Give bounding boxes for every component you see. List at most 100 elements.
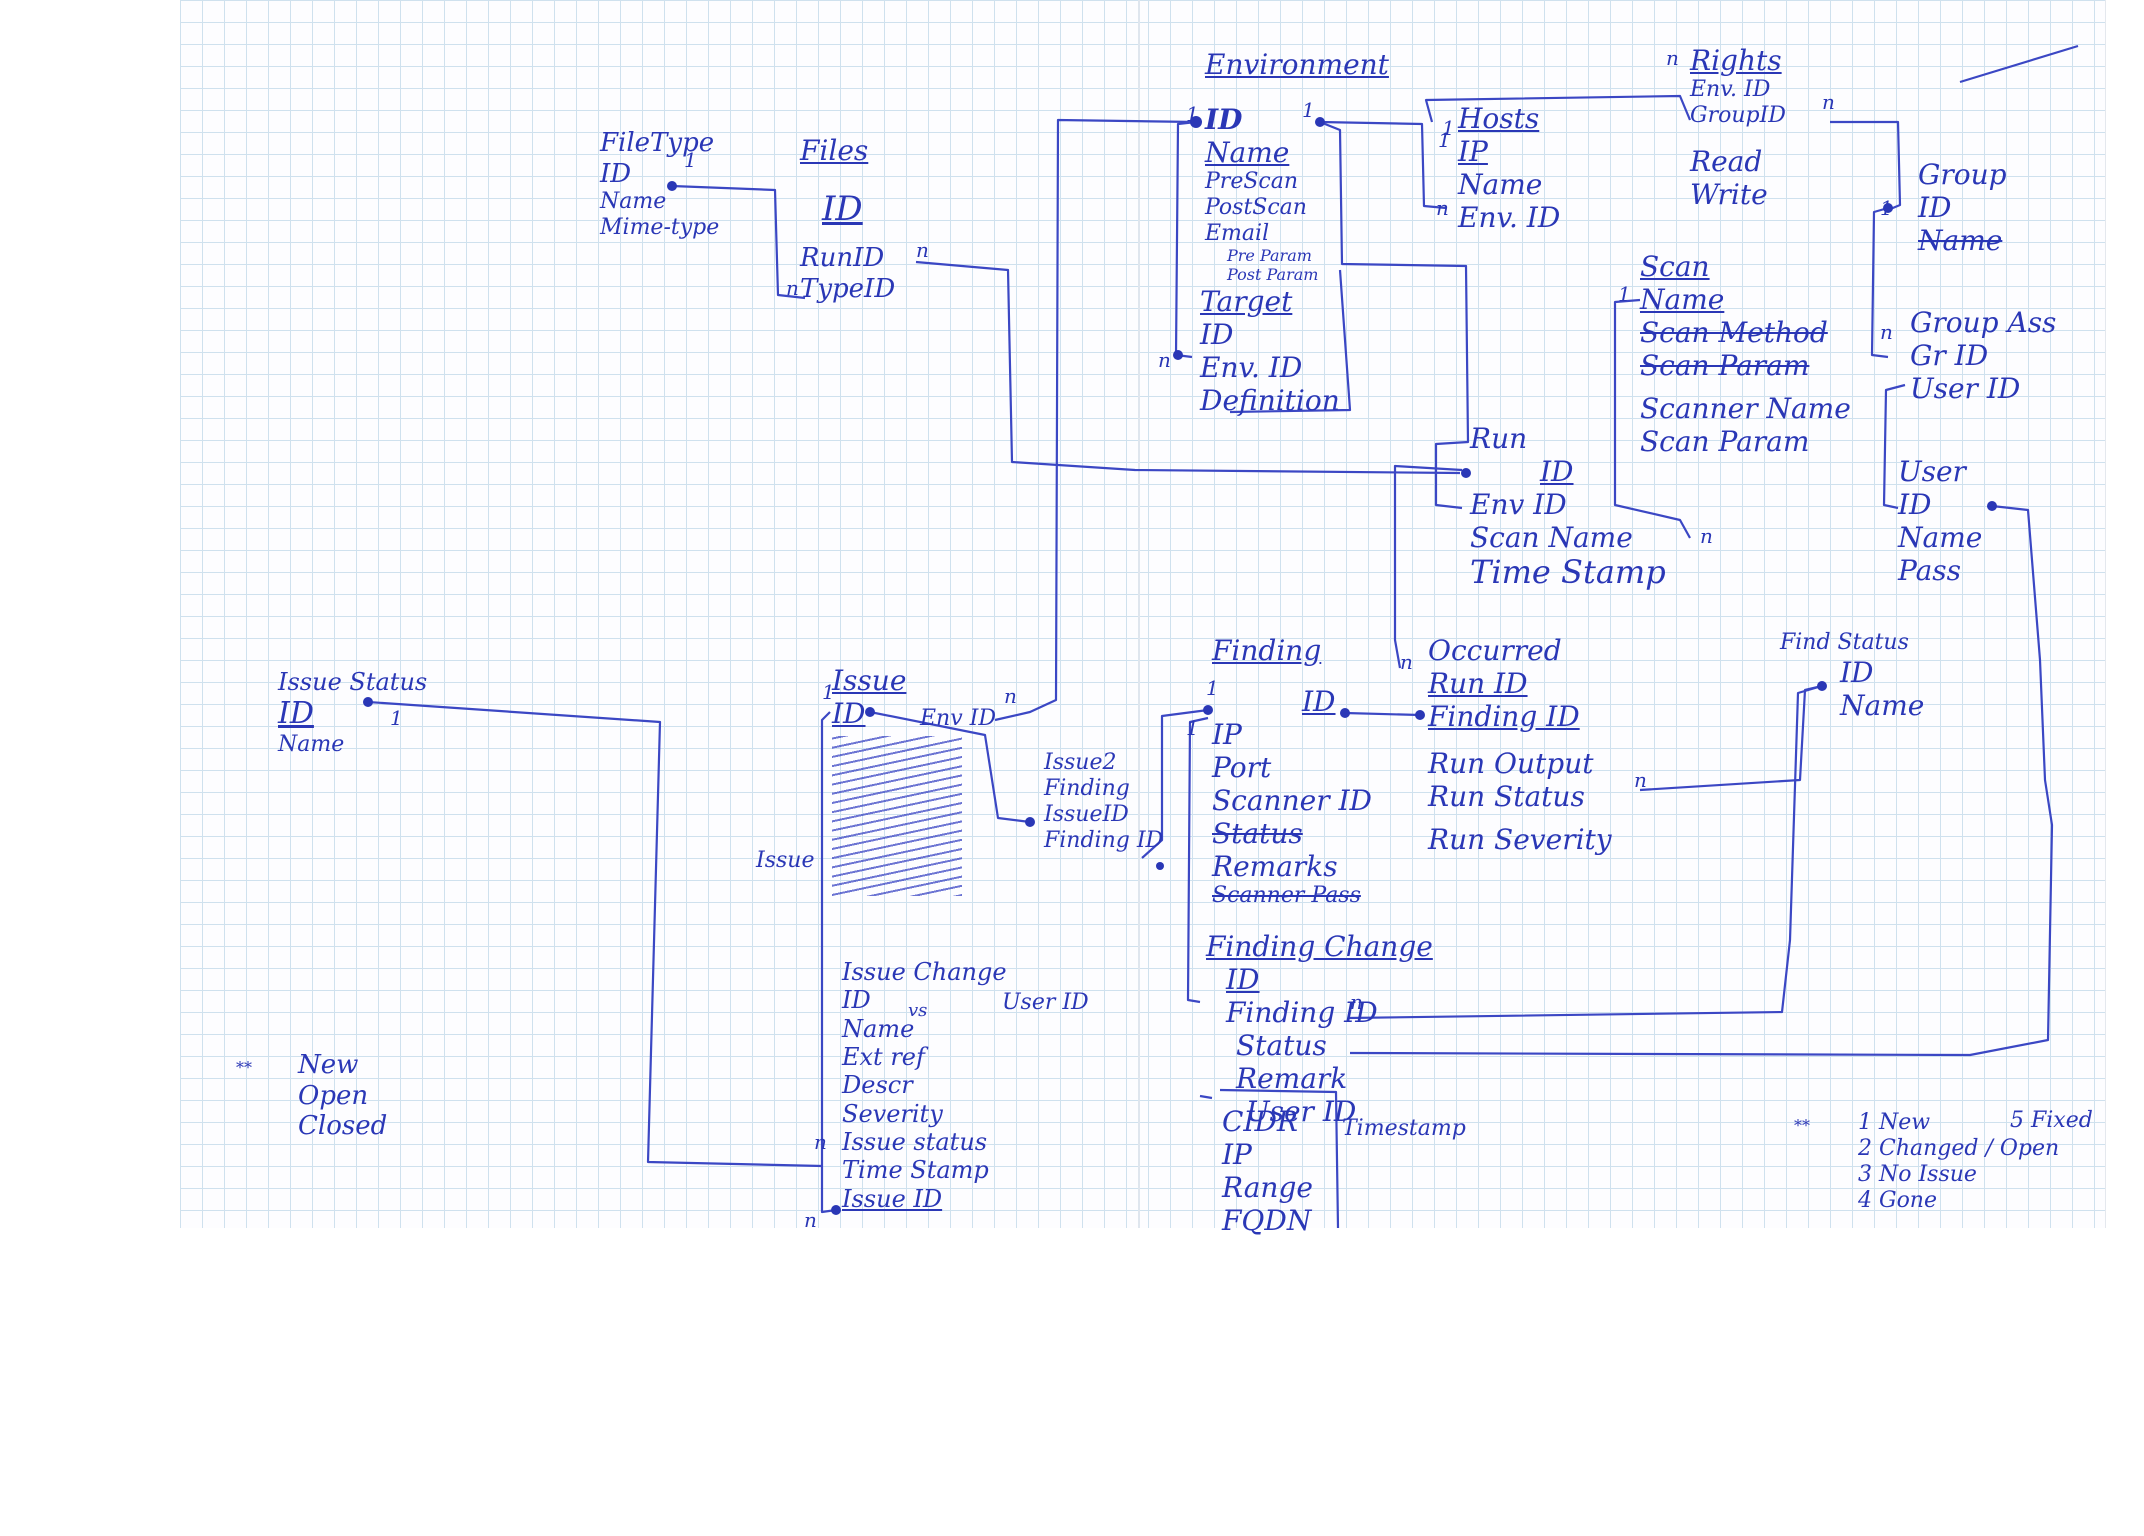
entity-field: ID	[1302, 685, 1336, 719]
entity-field: Pass	[1898, 554, 1962, 588]
entity-scan: Scan Name Scan Method Scan Param Scanner…	[1640, 250, 1851, 458]
cardinality-one: 1	[822, 680, 835, 704]
rel-env-run	[1319, 120, 1470, 510]
entity-title: Hosts	[1458, 102, 1540, 135]
cardinality-one: 1	[1438, 128, 1451, 152]
entity-field: IP	[1458, 135, 1488, 169]
entity-field: Email	[1205, 221, 1270, 246]
rel-issue-issuechange	[820, 711, 837, 1214]
rel-iptype-left	[1199, 1094, 1213, 1100]
issue-side-label: Issue	[756, 848, 815, 873]
entity-title: User	[1898, 455, 1966, 488]
entity-title: Run	[1470, 422, 1528, 455]
entity-issue-status: Issue Status ID Name	[278, 668, 427, 758]
entity-field: PostScan	[1205, 195, 1307, 221]
entity-issue: Issue ID	[832, 664, 962, 897]
ip-type: FQDN	[1222, 1204, 1312, 1238]
entity-hosts: Hosts IP Name Env. ID	[1458, 102, 1560, 234]
entity-field: Time Stamp	[842, 1156, 989, 1185]
struck-fields	[832, 736, 962, 897]
entity-field: Remark	[1236, 1062, 1348, 1096]
cardinality-many: n	[804, 1208, 817, 1232]
entity-field: ID	[1200, 318, 1234, 352]
finding-status-legend-fixed: 5 Fixed	[2010, 1108, 2093, 1133]
entity-field: Post Param	[1227, 264, 1319, 284]
entity-title: Finding	[1212, 634, 1322, 667]
entity-title: Environment	[1205, 48, 1389, 81]
entity-ip-types: CIDR IP Range FQDN	[1222, 1105, 1313, 1237]
entity-user: User ID Name Pass	[1898, 455, 1982, 587]
entity-field: User ID	[1246, 1095, 1357, 1129]
rel-env-issue	[994, 118, 1197, 722]
cardinality-one: 1	[390, 706, 403, 730]
entity-finding-change: Finding Change ID Finding ID Status Rema…	[1206, 930, 1433, 1128]
entity-field: ID	[1840, 655, 1874, 689]
issue-status-legend-marker: **	[236, 1058, 252, 1077]
entity-field: Env. ID	[1458, 201, 1561, 235]
cardinality-many: n	[1666, 46, 1679, 70]
entity-field: Name	[842, 1014, 915, 1043]
finding-status-legend-marker: **	[1794, 1116, 1810, 1135]
entity-files: Files ID RunID TypeID	[800, 134, 895, 304]
entity-field: Ext ref	[842, 1042, 925, 1071]
rel-rights-group	[1830, 120, 1902, 212]
rel-files-run	[915, 260, 1461, 475]
entity-field: Pre Param	[1227, 245, 1312, 265]
entity-field: Scan Name	[1470, 521, 1633, 555]
entity-rights: Rights Env. ID GroupID Read Write	[1690, 44, 1786, 211]
rel-scan-run	[1613, 298, 1691, 539]
rel-finding-occurred	[1344, 711, 1421, 717]
entity-field: ID	[822, 189, 863, 230]
entity-title: Issue Change	[842, 958, 1007, 986]
rel-run-occurred	[1393, 464, 1463, 669]
cardinality-many: n	[1400, 650, 1413, 674]
entity-field: Finding ID	[1428, 700, 1580, 734]
entity-field: ID	[1226, 963, 1260, 997]
ip-type: IP	[1222, 1138, 1252, 1172]
rel-group-groupass	[1870, 206, 1889, 359]
entity-target: Target ID Env. ID Definition	[1200, 285, 1340, 417]
entity-field: ID	[278, 696, 314, 732]
entity-field: Severity	[842, 1099, 943, 1128]
cardinality-many: n	[1350, 990, 1363, 1014]
entity-title: Files	[800, 134, 869, 167]
cardinality-one: 1	[1186, 102, 1199, 126]
entity-field: Name	[1918, 224, 2003, 258]
legend-item: New	[298, 1050, 359, 1080]
ip-type: Range	[1222, 1171, 1313, 1205]
legend-item: Open	[298, 1080, 369, 1111]
entity-field: ID	[1918, 191, 1952, 225]
entity-filetype: FileType ID Name Mime-type	[600, 128, 719, 241]
entity-field: Name	[1840, 688, 1925, 722]
entity-field: Read	[1690, 144, 1763, 178]
rel-env-rights	[1424, 94, 1692, 123]
issue-envid-label: Env ID	[920, 706, 996, 731]
entity-field: ID	[600, 158, 632, 189]
entity-field: RunID	[800, 243, 885, 274]
entity-title: Find Status	[1780, 630, 1909, 655]
entity-field: Scanner Name	[1640, 392, 1851, 426]
entity-field: Descr	[842, 1071, 913, 1100]
rel-filetype-files	[671, 184, 806, 300]
rel-findstatus-findingchange	[1347, 684, 1823, 1020]
cardinality-many: n	[1436, 196, 1449, 220]
cardinality-many: n	[786, 276, 799, 300]
legend-item: 3 No Issue	[1858, 1161, 1977, 1187]
issue-change-vs-label: vs	[908, 1000, 928, 1021]
cardinality-one: 1	[1618, 282, 1631, 306]
entity-field: Env. ID	[1690, 77, 1771, 103]
entity-field: Finding ID	[1044, 827, 1164, 853]
entity-field: ID	[832, 697, 866, 731]
entity-field: Run Output	[1428, 747, 1594, 781]
finding-status-legend: 1 New 2 Changed / Open 3 No Issue 4 Gone	[1858, 1110, 2059, 1214]
cardinality-many: n	[1822, 90, 1835, 114]
entity-group: Group ID Name	[1918, 158, 2007, 257]
cardinality-one: 1	[1302, 98, 1315, 122]
entity-environment: Environment ID Name PreScan PostScan Ema…	[1205, 48, 1389, 285]
entity-field: TypeID	[800, 273, 896, 304]
rel-groupass-user	[1882, 383, 1906, 510]
entity-issue-change: Issue Change ID Name Ext ref Descr Sever…	[842, 958, 1007, 1213]
entity-field: ID	[1540, 455, 1574, 489]
cardinality-many: n	[916, 238, 929, 262]
cardinality-many: n	[1158, 348, 1171, 372]
